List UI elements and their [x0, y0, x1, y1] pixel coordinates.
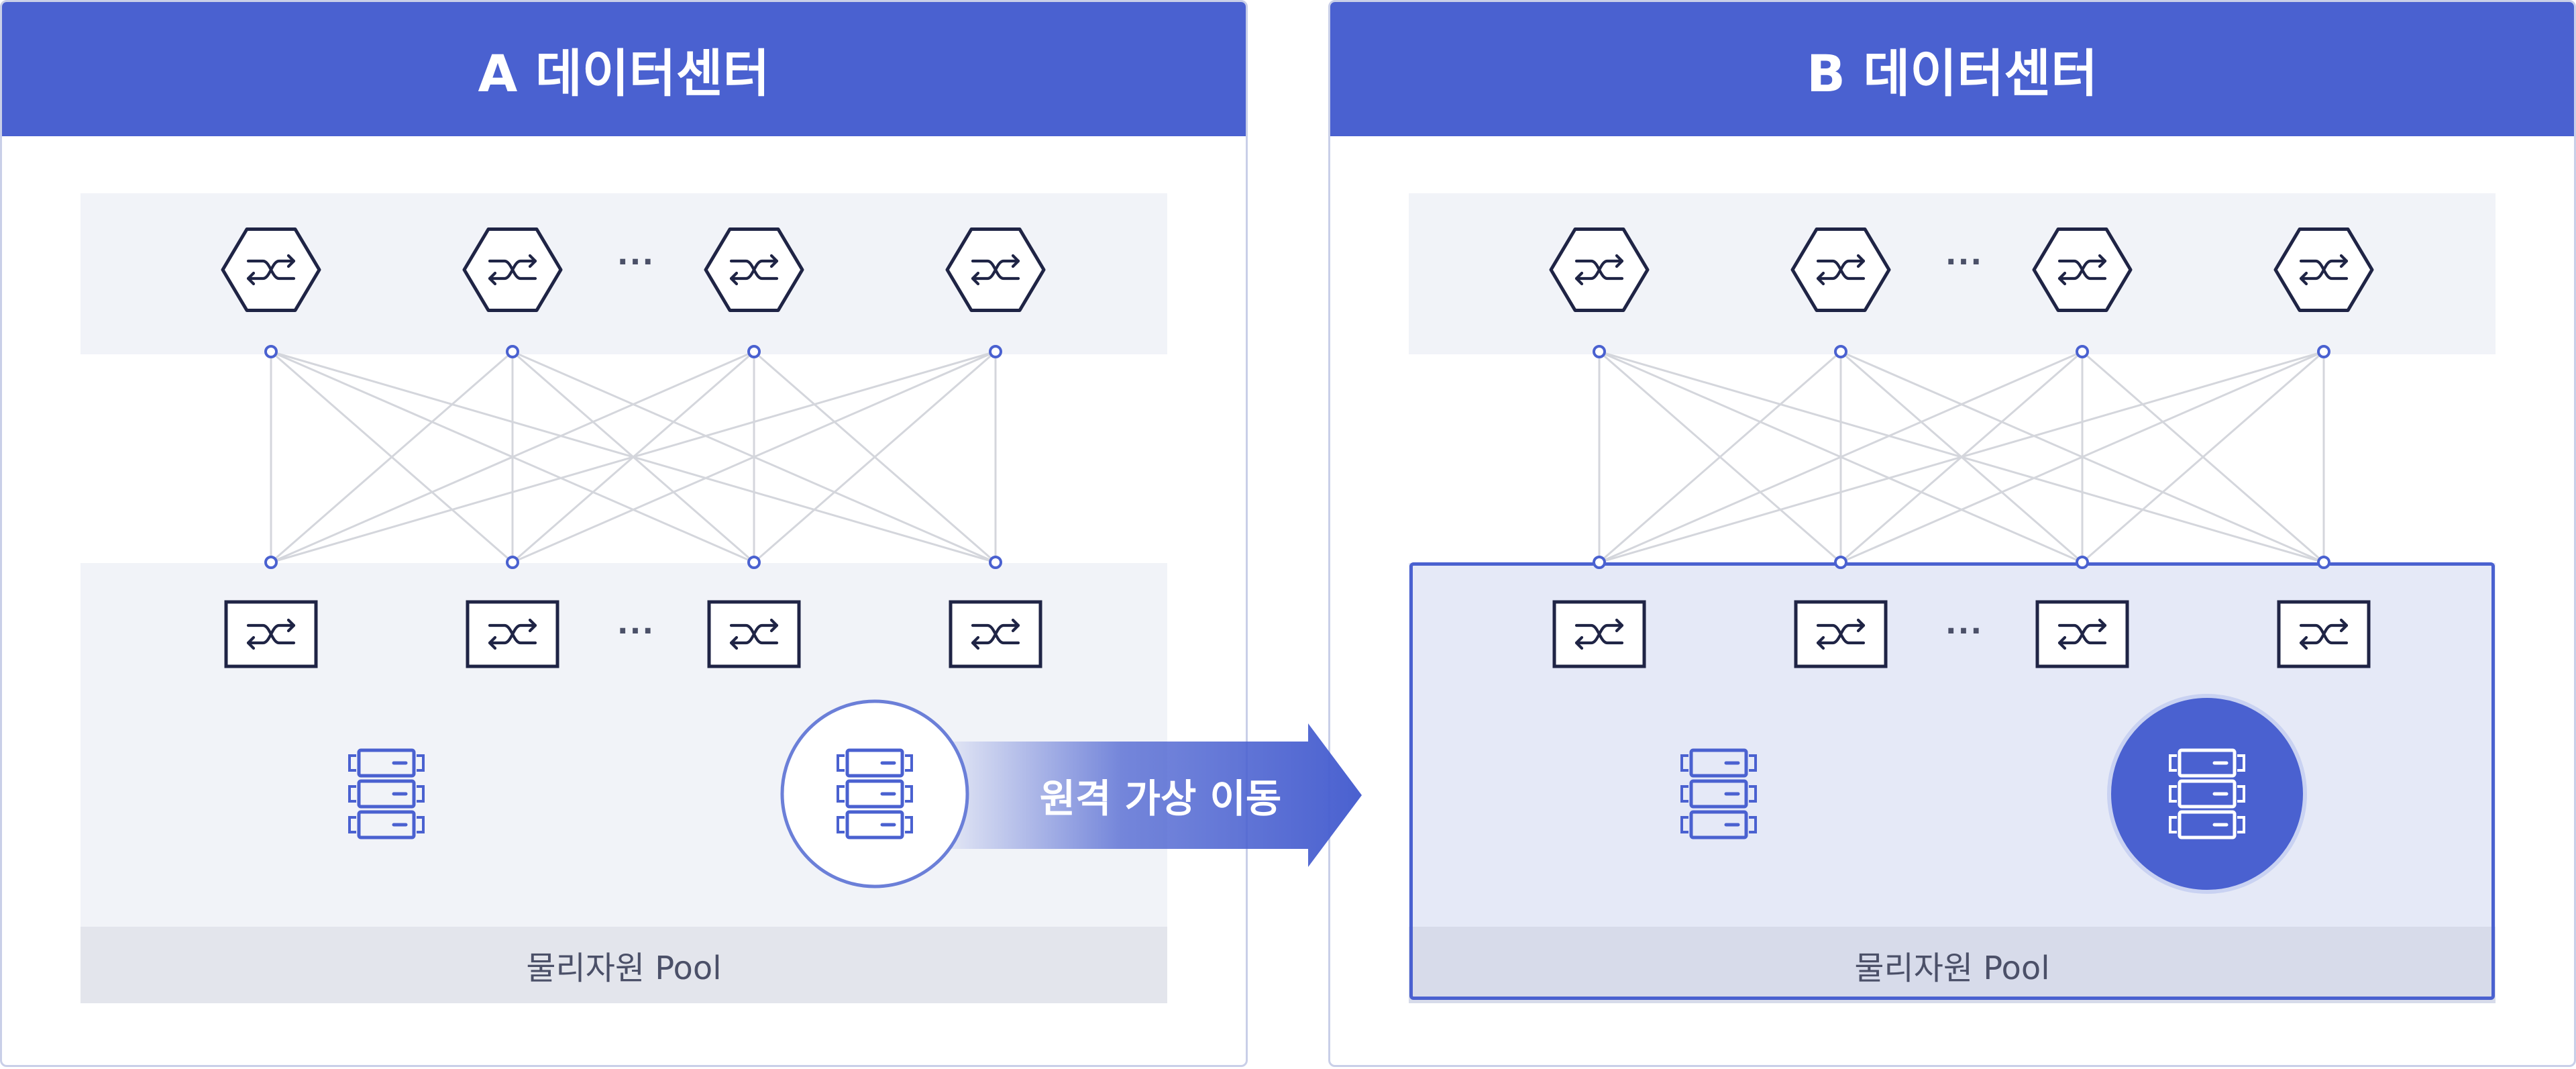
datacenter-b-leaf-port-3	[2076, 556, 2089, 569]
datacenter-a-spine-port-2	[506, 345, 519, 358]
datacenter-a-leaf-port-2	[506, 556, 519, 569]
datacenter-b-leaf-ellipsis: ···	[1945, 614, 1984, 648]
datacenter-a-spine-ellipsis: ···	[616, 245, 655, 279]
datacenter-b-leaf-switch-icon-3	[2035, 600, 2129, 668]
migrated-vm-circle	[2107, 694, 2307, 894]
datacenter-b-header: B 데이터센터	[1330, 2, 2574, 136]
datacenter-b-spine-port-1	[1593, 345, 1606, 358]
datacenter-a-leaf-switch-icon-1	[224, 600, 318, 668]
datacenter-b-leaf-switch-icon-2	[1794, 600, 1888, 668]
datacenter-b-pool-label: 물리자원 Pool	[1854, 950, 2050, 987]
datacenter-a-server-icon	[348, 748, 425, 839]
source-vm-circle	[780, 699, 969, 888]
datacenter-a-spine-switch-icon-4	[945, 227, 1046, 312]
datacenter-b-fabric-link-4-1	[1599, 350, 2324, 564]
datacenter-b-leaf-port-1	[1593, 556, 1606, 569]
datacenter-b-spine-ellipsis: ···	[1945, 245, 1984, 279]
datacenter-a-pool-label: 물리자원 Pool	[526, 950, 722, 987]
datacenter-a-leaf-port-4	[989, 556, 1002, 569]
source-vm-server-icon	[837, 748, 913, 839]
datacenter-b-spine-port-4	[2317, 345, 2330, 358]
datacenter-b-spine-switch-icon-4	[2273, 227, 2374, 312]
datacenter-a-spine-port-4	[989, 345, 1002, 358]
datacenter-a-leaf-switch-icon-4	[949, 600, 1042, 668]
datacenter-b-spine-switch-icon-2	[1790, 227, 1891, 312]
datacenter-a-fabric-link-4-2	[512, 350, 996, 564]
datacenter-b-leaf-port-4	[2317, 556, 2330, 569]
datacenter-b-leaf-port-2	[1834, 556, 1847, 569]
datacenter-a-leaf-switch-icon-2	[466, 600, 559, 668]
datacenter-b-spine-port-2	[1834, 345, 1847, 358]
datacenter-b-fabric-link-4-3	[2082, 350, 2324, 564]
datacenter-a-header: A 데이터센터	[2, 2, 1246, 136]
datacenter-a-spine-port-1	[264, 345, 278, 358]
datacenter-a-spine-switch-icon-3	[704, 227, 804, 312]
datacenter-b-spine-switch-icon-1	[1549, 227, 1650, 312]
migrated-vm-server-icon	[2169, 748, 2245, 839]
datacenter-b-spine-switch-icon-3	[2032, 227, 2133, 312]
datacenter-b-server-icon	[1680, 748, 1757, 839]
datacenter-a-spine-switch-icon-2	[462, 227, 563, 312]
datacenter-a-fabric-link-4-3	[753, 350, 996, 564]
datacenter-b-fabric-link-3-1	[1599, 350, 2083, 564]
datacenter-b-title: B 데이터센터	[1807, 44, 2098, 103]
datacenter-a-leaf-ellipsis: ···	[616, 614, 655, 648]
migration-arrow-icon	[926, 723, 1362, 867]
datacenter-a-fabric-link-3-1	[270, 350, 755, 564]
datacenter-b-leaf-switch-icon-4	[2277, 600, 2371, 668]
datacenter-a-fabric-link-4-1	[270, 350, 996, 564]
datacenter-a-leaf-switch-icon-3	[707, 600, 801, 668]
datacenter-b-spine-port-3	[2076, 345, 2089, 358]
datacenter-a-pool-bar: 물리자원 Pool	[80, 927, 1167, 1003]
datacenter-b-fabric-link-4-2	[1840, 350, 2324, 564]
datacenter-a-title: A 데이터센터	[478, 44, 770, 103]
datacenter-a-leaf-port-1	[264, 556, 278, 569]
datacenter-b-fabric-link-2-1	[1599, 350, 1841, 564]
datacenter-b-pool-bar: 물리자원 Pool	[1409, 927, 2496, 1003]
datacenter-a-spine-switch-icon-1	[221, 227, 321, 312]
migration-label: 원격 가상 이동	[1039, 776, 1282, 821]
datacenter-a-spine-port-3	[747, 345, 761, 358]
datacenter-b-leaf-switch-icon-1	[1552, 600, 1646, 668]
datacenter-a-leaf-port-3	[747, 556, 761, 569]
datacenter-a-fabric-link-2-1	[270, 350, 513, 564]
